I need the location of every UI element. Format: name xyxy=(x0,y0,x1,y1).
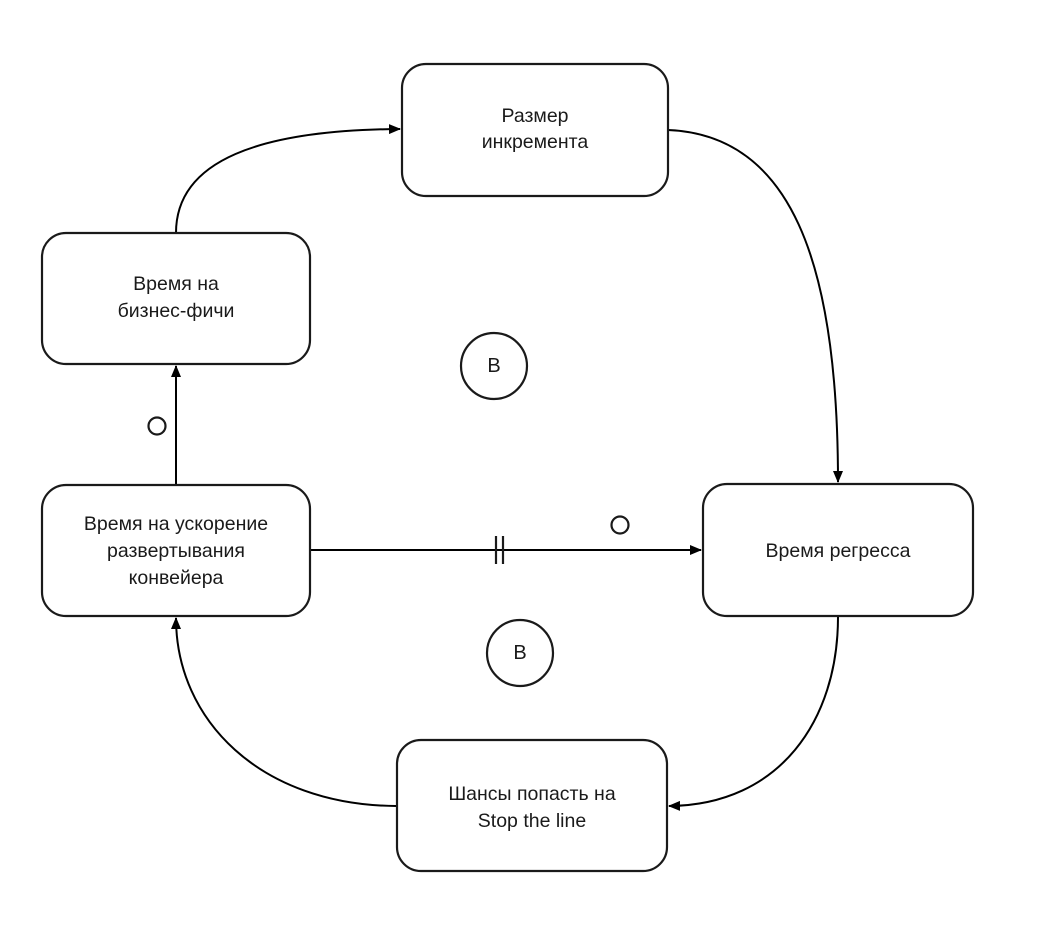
edge-regress-to-stopline[interactable] xyxy=(668,616,839,811)
node-pipeline-time-line-2: развертывания xyxy=(107,540,245,562)
node-pipeline-time-line-3: конвейера xyxy=(129,567,224,589)
node-pipeline-time[interactable]: Время на ускорение развертывания конвейе… xyxy=(40,483,312,618)
edge-business-to-increment[interactable] xyxy=(175,124,401,234)
node-stop-line[interactable]: Шансы попасть на Stop the line xyxy=(395,738,669,873)
loop-marker-lower: B xyxy=(485,618,555,688)
node-regress-time[interactable]: Время регресса xyxy=(701,482,975,618)
delay-mark xyxy=(494,536,505,564)
loop-label-lower: B xyxy=(513,642,526,664)
edge-increment-to-regress[interactable] xyxy=(667,129,843,483)
node-stop-line-line-2: Stop the line xyxy=(478,810,586,832)
loop-label-upper: B xyxy=(487,355,500,377)
node-stop-line-line-1: Шансы попасть на xyxy=(448,783,616,805)
node-regress-time-line-1: Время регресса xyxy=(766,540,911,562)
node-increment-size-line-2: инкремента xyxy=(482,131,589,153)
edge-stopline-to-pipeline[interactable] xyxy=(171,617,397,807)
polarity-marker-opposite xyxy=(610,515,630,535)
loop-marker-upper: B xyxy=(459,331,529,401)
node-increment-size[interactable]: Размер инкремента xyxy=(400,62,670,198)
node-pipeline-time-line-1: Время на ускорение xyxy=(84,513,268,535)
polarity-marker-opposite xyxy=(147,416,167,436)
node-business-time-line-2: бизнес-фичи xyxy=(118,300,235,322)
node-increment-size-line-1: Размер xyxy=(501,105,568,127)
node-business-time[interactable]: Время на бизнес-фичи xyxy=(40,231,312,366)
node-business-time-line-1: Время на xyxy=(133,273,219,295)
